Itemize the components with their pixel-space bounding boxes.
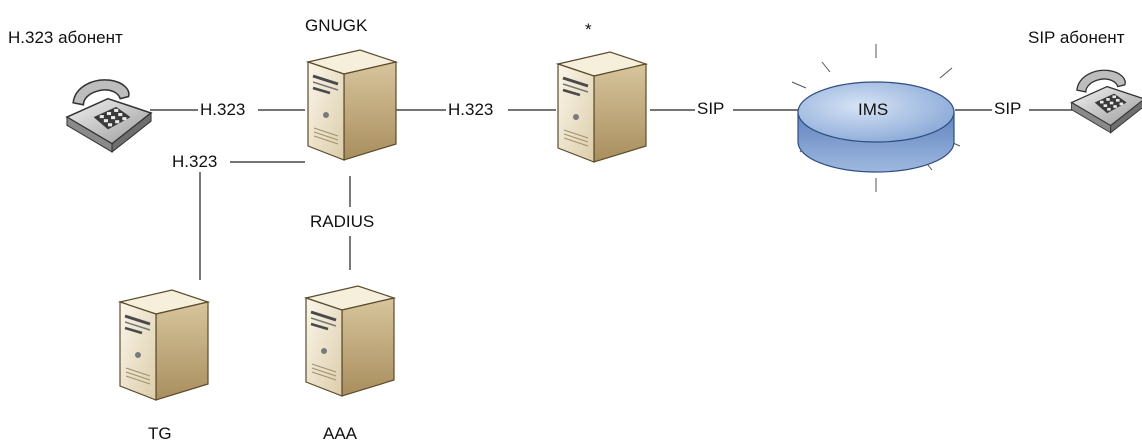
- telephone-icon: [66, 79, 152, 153]
- gnugk-label: GNUGK: [305, 16, 368, 35]
- link-label-asterisk-ims: SIP: [697, 99, 725, 118]
- server-icon: [556, 50, 648, 164]
- link-label-gnugk-aaa: RADIUS: [310, 212, 375, 231]
- telephone-icon: [1070, 69, 1142, 134]
- connection-lines: [150, 109, 1073, 280]
- sip-subscriber-label: SIP абонент: [1028, 28, 1125, 47]
- server-icon: [304, 284, 396, 398]
- aaa-label: AAA: [323, 424, 358, 443]
- cloud-cylinder-icon: [797, 81, 955, 173]
- server-icon: [306, 48, 398, 162]
- link-label-gnugk-asterisk: H.323: [448, 100, 494, 119]
- ims-node: [791, 44, 961, 192]
- server-icon: [118, 288, 210, 402]
- asterisk-label: *: [585, 20, 592, 39]
- link-label-phone-gnugk: H.323: [200, 100, 246, 119]
- ims-label: IMS: [858, 100, 889, 119]
- link-label-ims-phone: SIP: [994, 99, 1022, 118]
- tg-label: TG: [148, 424, 172, 443]
- link-label-tg-gnugk: H.323: [172, 152, 218, 171]
- h323-subscriber-label: H.323 абонент: [8, 28, 123, 47]
